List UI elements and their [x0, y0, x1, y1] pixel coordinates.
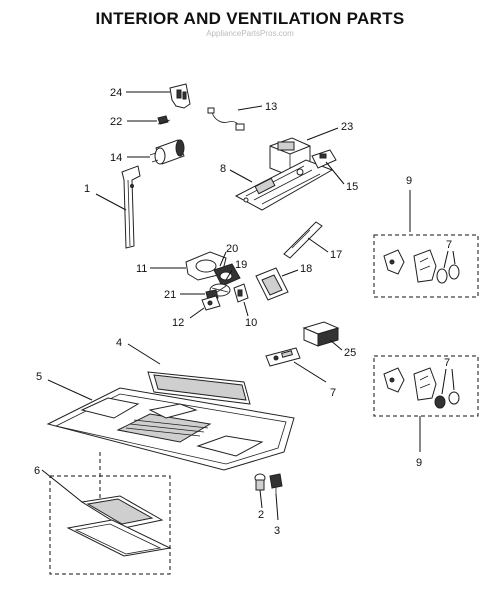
callout-2: 2 [258, 509, 264, 521]
callout-24: 24 [110, 87, 122, 99]
detail-box-top [373, 234, 479, 298]
part-9-door-latch-top[interactable] [383, 249, 460, 284]
callout-4: 4 [116, 337, 122, 349]
callout-3: 3 [274, 525, 280, 537]
callout-7-top: 7 [446, 239, 452, 251]
part-18-filter-frame[interactable] [255, 267, 289, 301]
part-12-thermostat[interactable] [201, 295, 221, 311]
part-23-transformer[interactable] [269, 137, 311, 177]
part-6-vent-grille[interactable] [66, 495, 172, 557]
callout-11: 11 [136, 263, 147, 275]
callout-20: 20 [226, 243, 238, 255]
callout-15: 15 [346, 181, 358, 193]
part-15-bracket[interactable] [311, 149, 337, 169]
part-25-box[interactable] [302, 321, 340, 347]
callout-10: 10 [245, 317, 257, 329]
callout-23: 23 [341, 121, 353, 133]
part-1-vertical-bracket[interactable] [121, 165, 141, 249]
callout-21: 21 [164, 289, 176, 301]
callout-7-bottom: 7 [444, 357, 450, 369]
callout-18: 18 [300, 263, 312, 275]
part-2-bulb[interactable] [254, 473, 266, 509]
callout-25: 25 [344, 347, 356, 359]
callout-14: 14 [110, 152, 122, 164]
callout-8: 8 [220, 163, 226, 175]
callout-9-top: 9 [406, 175, 412, 187]
callout-9-bottom: 9 [416, 457, 422, 469]
part-14-capacitor[interactable] [149, 139, 185, 165]
callout-19: 19 [235, 259, 247, 271]
watermark: AppliancePartsPros.com [206, 29, 294, 38]
callout-22: 22 [110, 116, 122, 128]
detail-box-bottom [373, 355, 479, 417]
part-16-control-panel[interactable] [265, 347, 301, 367]
callout-12: 12 [172, 317, 184, 329]
part-4-filter[interactable] [147, 371, 251, 405]
callout-6: 6 [34, 465, 40, 477]
part-9-door-latch-bottom[interactable] [383, 367, 460, 409]
callout-1: 1 [84, 183, 90, 195]
callout-16: 7 [330, 387, 336, 399]
part-17-light-bar[interactable] [283, 221, 323, 259]
part-6-box [49, 475, 171, 575]
callout-13: 13 [265, 101, 277, 113]
part-10-relay[interactable] [233, 283, 249, 303]
part-13-wire[interactable] [207, 107, 245, 131]
callout-17: 17 [330, 249, 342, 261]
part-3-socket[interactable] [269, 473, 283, 521]
callout-5: 5 [36, 371, 42, 383]
part-20-motor[interactable] [213, 263, 241, 287]
part-24-bracket[interactable] [169, 83, 191, 109]
diagram-title: INTERIOR AND VENTILATION PARTS [95, 9, 404, 28]
part-22-clip[interactable] [157, 115, 171, 125]
part-5-bottom-panel[interactable] [46, 387, 295, 471]
